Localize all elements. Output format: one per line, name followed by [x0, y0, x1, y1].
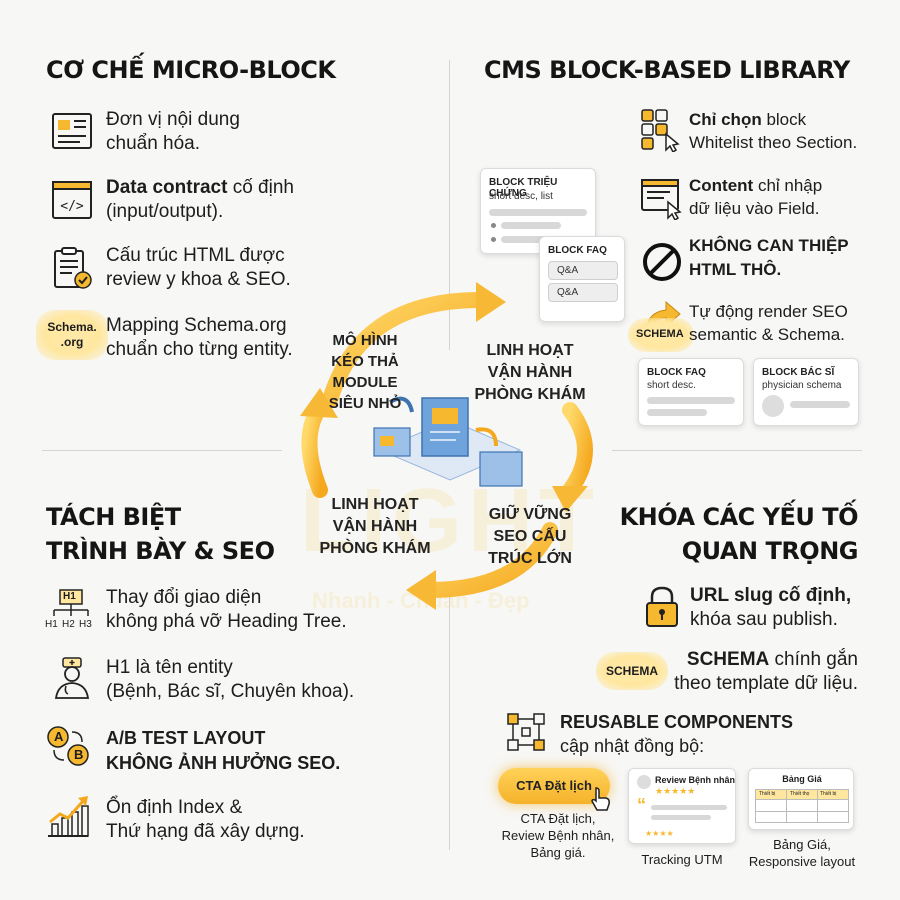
review-benh-nhan-card: Review Bệnh nhân ★★★★★ “ ★★★★: [628, 768, 736, 844]
cta-dat-lich-button[interactable]: CTA Đặt lịch: [498, 768, 610, 804]
svg-text:</>: </>: [60, 199, 84, 214]
section-title-tach-biet: TÁCH BIỆT TRÌNH BÀY & SEO: [46, 503, 275, 565]
block-faq-float-card: BLOCK FAQ Q&A Q&A: [539, 236, 625, 322]
doctor-icon: [54, 657, 90, 699]
tach-biet-item-4: Ổn định Index & Thứ hạng đã xây dựng.: [106, 797, 305, 842]
block-bac-si-card: BLOCK BÁC SĨ physician schema: [753, 358, 859, 426]
ab-test-icon: [47, 726, 89, 766]
cms-item-3: KHÔNG CAN THIỆP HTML THÔ.: [689, 236, 849, 279]
tach-biet-item-2: H1 là tên entity (Bệnh, Bác sĩ, Chuyên k…: [106, 657, 355, 702]
card-subtitle: physician schema: [762, 380, 842, 391]
cycle-label-top-right: LINH HOẠT VẬN HÀNH PHÒNG KHÁM: [474, 342, 586, 403]
khoa-item-3: REUSABLE COMPONENTS cập nhật đồng bộ:: [560, 712, 794, 756]
cta-caption: CTA Đặt lịch, Review Bệnh nhân, Bảng giá…: [501, 811, 615, 860]
bang-gia-card: Bảng Giá Thiết bị Thiết thọ Thiết bị: [748, 768, 854, 830]
heading-tree-h1-leaf: H1: [45, 619, 58, 630]
price-table: Thiết bị Thiết thọ Thiết bị: [755, 789, 849, 823]
heading-tree-h2: H2: [62, 619, 75, 630]
block-trieu-chung-card: BLOCK TRIỆU CHỨNG short desc, list: [480, 168, 596, 254]
vertical-divider-bottom: [449, 590, 450, 850]
vertical-divider-top: [449, 60, 450, 350]
price-caption: Bảng Giá, Responsive layout: [748, 837, 856, 869]
components-icon: [507, 713, 545, 751]
heading-tree-h1: H1: [63, 591, 76, 602]
tach-biet-item-1: Thay đổi giao diện không phá vỡ Heading …: [106, 587, 347, 632]
faq-pill-1: Q&A: [548, 261, 618, 280]
cms-item-4: Tự động render SEO semantic & Schema.: [689, 302, 848, 344]
heading-tree-icon: [53, 589, 89, 616]
faq-pill-2: Q&A: [548, 283, 618, 302]
price-header-2: Thiết thọ: [790, 791, 810, 797]
micro-block-item-4: Mapping Schema.org chuẩn cho từng entity…: [106, 315, 293, 360]
review-title: Review Bệnh nhân: [655, 775, 736, 785]
cycle-label-bottom-right: GIỮ VỮNG SEO CẤU TRÚC LỚN: [488, 506, 572, 567]
khoa-item-1: URL slug cố định, khóa sau publish.: [690, 585, 852, 630]
price-header-3: Thiết bị: [820, 791, 837, 797]
cycle-arrows: [300, 282, 593, 610]
prohibited-icon: [643, 243, 681, 281]
micro-block-item-2: Data contract cố định (input/output).: [106, 177, 294, 222]
card-title: BLOCK FAQ: [647, 367, 706, 378]
price-header-1: Thiết bị: [759, 791, 776, 797]
cms-item-1: Chỉ chọn block Whitelist theo Section.: [689, 110, 858, 152]
card-title: BLOCK TRIỆU CHỨNG: [489, 177, 558, 199]
code-window-icon: </>: [52, 181, 92, 219]
horizontal-divider-left: [42, 450, 282, 451]
schema-org-badge-label: Schema. .org: [47, 320, 97, 349]
tach-biet-item-3: A/B TEST LAYOUT KHÔNG ẢNH HƯỞNG SEO.: [106, 728, 341, 773]
section-title-khoa-yeu-to: KHÓA CÁC YẾU TỐ QUAN TRỌNG: [619, 503, 859, 565]
micro-block-item-3: Cấu trúc HTML được review y khoa & SEO.: [106, 245, 291, 290]
review-caption: Tracking UTM: [641, 852, 723, 867]
cycle-label-top-left: MÔ HÌNH KÉO THẢ MODULE SIÊU NHỎ: [328, 332, 402, 412]
schema-badge: [596, 652, 668, 690]
modular-blocks-illustration: [373, 396, 523, 487]
card-title: BLOCK FAQ: [548, 245, 607, 256]
block-faq-card: BLOCK FAQ short desc.: [638, 358, 744, 426]
micro-block-item-1: Đơn vị nội dung chuẩn hóa.: [106, 109, 240, 154]
schema-badge-top-label: SCHEMA: [636, 328, 684, 340]
avatar: [762, 395, 784, 417]
content-block-icon: [52, 113, 92, 149]
quote-icon: “: [637, 795, 646, 815]
ab-test-a: A: [54, 729, 64, 744]
growth-chart-icon: [48, 796, 89, 837]
avatar: [637, 775, 651, 789]
card-subtitle: short desc.: [647, 380, 696, 391]
card-title: BLOCK BÁC SĨ: [762, 367, 835, 378]
ab-test-b: B: [74, 747, 84, 762]
schema-badge-label: SCHEMA: [606, 664, 659, 678]
clipboard-check-icon: [54, 247, 92, 289]
horizontal-divider-right: [612, 450, 862, 451]
heading-tree-h3: H3: [79, 619, 92, 630]
schema-org-badge: [36, 310, 108, 360]
block-select-icon: [641, 109, 680, 152]
watermark-logo: LIGHT: [300, 471, 600, 571]
cms-item-2: Content chỉ nhập dữ liệu vào Field.: [689, 176, 823, 218]
card-subtitle: short desc, list: [489, 191, 553, 202]
khoa-item-2: SCHEMA chính gắn theo template dữ liệu.: [674, 649, 858, 694]
lock-icon: [646, 586, 678, 627]
section-title-cms-library: CMS BLOCK-BASED LIBRARY: [484, 56, 850, 84]
form-input-icon: [641, 179, 682, 220]
review-stars: ★★★★★: [655, 786, 696, 796]
price-title: Bảng Giá: [782, 774, 822, 784]
schema-badge-top: [628, 318, 694, 352]
cycle-label-bottom-left: LINH HOẠT VẬN HÀNH PHÒNG KHÁM: [319, 496, 431, 557]
review-stars-small: ★★★★: [645, 829, 674, 838]
hand-cursor-icon: [591, 787, 610, 811]
section-title-micro-block: CƠ CHẾ MICRO-BLOCK: [46, 56, 336, 84]
